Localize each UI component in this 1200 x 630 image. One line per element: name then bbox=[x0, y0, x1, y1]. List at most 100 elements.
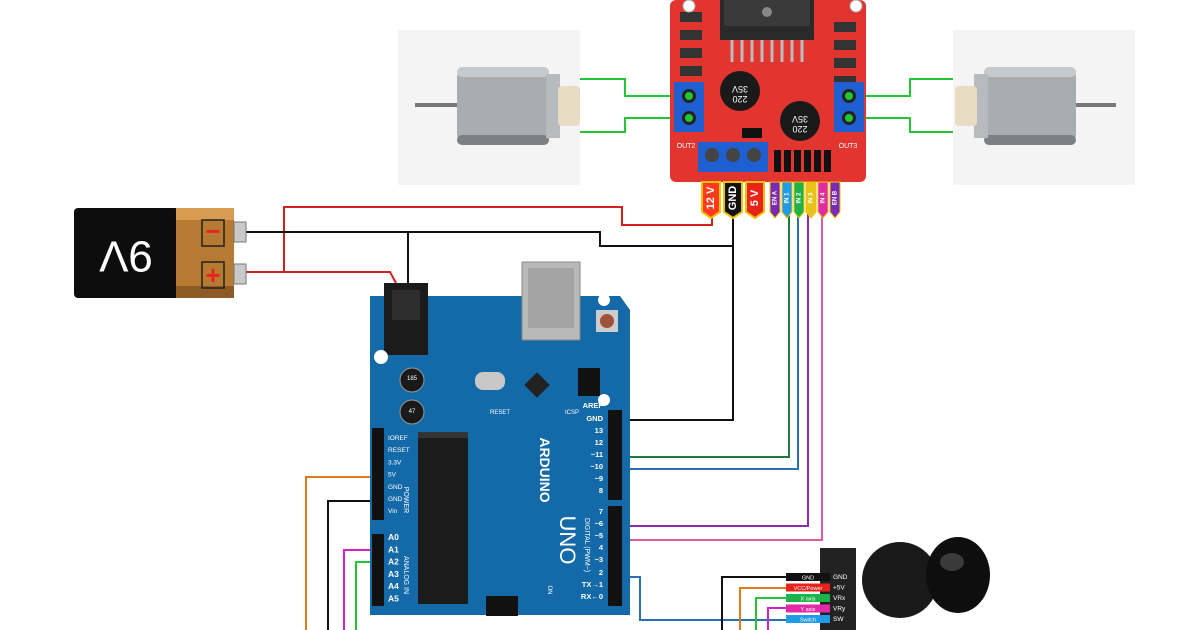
arduino-analog-pin-label: A3 bbox=[388, 569, 399, 579]
joystick-wire-tag: VCC/Power bbox=[786, 583, 830, 592]
wire-joystick-y bbox=[767, 607, 790, 630]
terminal-out3 bbox=[834, 82, 864, 132]
arduino-analog-pin-label: A5 bbox=[388, 594, 399, 604]
arduino-logo-text: ARDUINO bbox=[537, 437, 553, 502]
icsp-header-bottom bbox=[486, 596, 518, 616]
dc-motor-left bbox=[398, 30, 580, 185]
driver-pin-tag: 5 V bbox=[745, 181, 765, 220]
terminal-power bbox=[698, 142, 768, 172]
joystick-wire-tag-label: VCC/Power bbox=[794, 586, 823, 592]
wire-in3-to-pin6 bbox=[620, 212, 809, 527]
arduino-cap-1-text: 185 bbox=[407, 376, 418, 382]
arduino-power-pin-label: GND bbox=[388, 484, 403, 491]
arduino-digital-pin-label: AREF bbox=[583, 401, 604, 410]
battery-voltage-label: 9V bbox=[98, 231, 152, 280]
arduino-digital-pin-label: 8 bbox=[599, 486, 603, 495]
l298n-ic-pins bbox=[730, 40, 804, 62]
wire-battery-plus-to-barrel bbox=[232, 271, 397, 284]
arduino-digital-pin-label: ~6 bbox=[594, 519, 603, 528]
wire-joystick-x bbox=[755, 597, 790, 630]
diodes-right bbox=[834, 22, 856, 86]
joystick-wire-tag: X axis bbox=[786, 594, 830, 602]
crystal-oscillator bbox=[475, 372, 505, 390]
arduino-digital-pin-label: ~11 bbox=[591, 450, 603, 459]
driver-pin-label: EN A bbox=[773, 190, 779, 205]
arduino-digital-pin-label: ~9 bbox=[594, 474, 603, 483]
driver-pin-label: IN 3 bbox=[809, 192, 815, 204]
terminal-out2 bbox=[674, 82, 704, 132]
wire-joystick-gnd bbox=[721, 576, 790, 630]
driver-pin-tag: EN A bbox=[769, 181, 781, 219]
driver-pin-tag: IN 4 bbox=[817, 181, 829, 219]
arduino-analog-pin-label: A2 bbox=[388, 557, 399, 567]
digital-header-top bbox=[608, 410, 622, 500]
driver-pin-tag: IN 2 bbox=[793, 181, 805, 219]
arduino-digital-pin-label: 4 bbox=[599, 543, 604, 552]
power-header bbox=[372, 428, 384, 520]
battery-9v: 9V − + bbox=[74, 208, 247, 298]
wire-battery-plus-to-12v bbox=[232, 206, 713, 273]
arduino-power-pin-label: 3.3V bbox=[388, 459, 402, 466]
arduino-digital-pin-label: ~10 bbox=[590, 462, 603, 471]
driver-pin-tag: IN 1 bbox=[781, 181, 793, 219]
wire-motor-left-b bbox=[555, 117, 690, 133]
wire-driver-gnd-to-arduino-gnd bbox=[620, 246, 734, 421]
power-header-label: POWER bbox=[402, 487, 409, 513]
wire-battery-minus-to-gnd bbox=[232, 212, 734, 247]
arduino-digital-pin-label: ~3 bbox=[594, 555, 603, 564]
arduino-analog-pin-label: A1 bbox=[388, 544, 399, 554]
joystick-pin-label: GND bbox=[833, 574, 848, 581]
reset-label: RESET bbox=[490, 410, 510, 416]
battery-plus-symbol: + bbox=[205, 260, 220, 290]
driver-pin-label: 5 V bbox=[749, 189, 761, 206]
wire-motor-right-a bbox=[850, 78, 985, 97]
arduino-cap-2-text: 47 bbox=[409, 409, 416, 415]
joystick-wire-tag: Switch bbox=[786, 615, 830, 623]
cap-right-value: 220 bbox=[792, 124, 807, 134]
wire-joystick-vcc bbox=[739, 587, 790, 630]
diodes-left bbox=[680, 12, 702, 76]
joystick-knob bbox=[926, 537, 990, 613]
arduino-logo: ARDUINO UNO bbox=[537, 437, 580, 564]
out2-label: OUT2 bbox=[677, 143, 696, 150]
joystick-module bbox=[820, 537, 990, 630]
arduino-capacitor-2: 47 bbox=[399, 399, 425, 425]
analog-header bbox=[372, 534, 384, 606]
driver-pin-tag: GND bbox=[723, 181, 743, 220]
wire-in2-to-pin10 bbox=[620, 212, 799, 470]
arduino-power-pin-label: Vin bbox=[388, 508, 398, 515]
on-label: ON bbox=[546, 586, 552, 595]
joystick-pin-label: SW bbox=[833, 616, 844, 623]
capacitor-right: 220 35V bbox=[780, 101, 820, 141]
arduino-analog-pin-label: A4 bbox=[388, 581, 399, 591]
usb-chip bbox=[524, 372, 550, 398]
driver-pin-label: IN 4 bbox=[821, 192, 827, 204]
arduino-digital-pin-label: 13 bbox=[595, 426, 603, 435]
joystick-wire-tag-label: Y axis bbox=[801, 607, 816, 613]
out3-label: OUT3 bbox=[839, 143, 858, 150]
wires bbox=[232, 78, 985, 630]
wire-gnd-to-joystick bbox=[327, 500, 383, 630]
arduino-model-text: UNO bbox=[555, 516, 580, 565]
joystick-wire-tag: GND bbox=[786, 573, 830, 581]
driver-pin-tag: IN 3 bbox=[805, 181, 817, 219]
battery-minus-symbol: − bbox=[205, 216, 220, 246]
arduino-digital-pin-label: ~5 bbox=[594, 531, 603, 540]
wire-in1-to-pin11 bbox=[620, 212, 790, 458]
joystick-pin-label: VRy bbox=[833, 606, 846, 613]
driver-pin-label: GND bbox=[727, 186, 739, 211]
dc-motor-right bbox=[953, 30, 1135, 185]
wire-motor-left-a bbox=[555, 78, 690, 97]
arduino-digital-pin-label: 7 bbox=[599, 507, 603, 516]
joystick-pin-label: VRx bbox=[833, 595, 846, 602]
icsp-label: ICSP bbox=[565, 410, 579, 416]
driver-pin-label: EN B bbox=[833, 190, 839, 205]
arduino-digital-pin-label: 12 bbox=[595, 438, 603, 447]
arduino-digital-pin-label: TX→1 bbox=[582, 580, 603, 589]
